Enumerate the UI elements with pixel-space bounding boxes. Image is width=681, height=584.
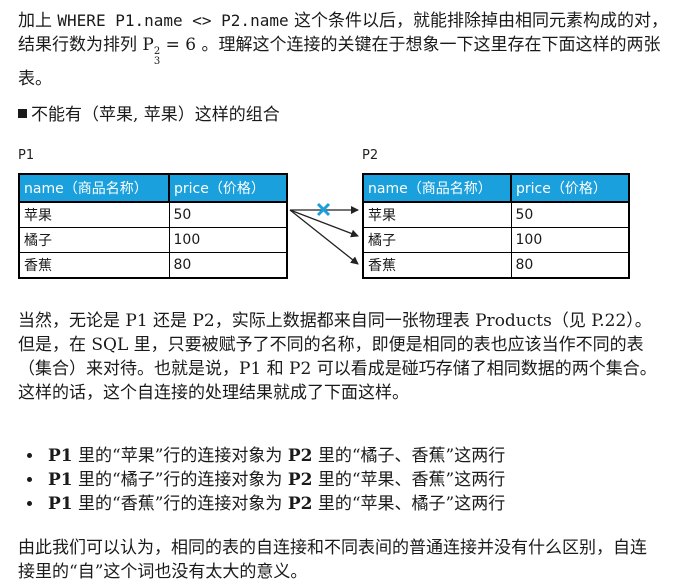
cross-mark-icon <box>316 202 331 217</box>
join-result-list: P1 里的“苹果”行的连接对象为 P2 里的“橘子、香蕉”这两行 P1 里的“橘… <box>26 444 505 516</box>
bold-p2: P2 <box>287 494 313 514</box>
column-header-name: name（商品名称） <box>18 173 170 203</box>
cell-price: 80 <box>510 252 630 279</box>
cell-name: 橘子 <box>18 227 170 253</box>
arrow-apple-orange <box>289 209 359 238</box>
column-header-price: price（价格） <box>168 173 288 203</box>
cell-price: 100 <box>168 227 288 253</box>
perm-symbol: P <box>142 35 154 55</box>
table-p1-label: P1 <box>18 148 35 163</box>
explanation-paragraph: 当然，无论是 P1 还是 P2，实际上数据都来自同一张物理表 Products（… <box>18 311 657 403</box>
table-header-row: name（商品名称） price（价格） <box>18 173 288 203</box>
perm-equals: = 6 <box>160 35 197 55</box>
join-arrows-diagram <box>289 202 359 265</box>
item-text: 里的“香蕉”行的连接对象为 <box>72 494 288 514</box>
bold-p1: P1 <box>48 494 73 514</box>
cell-name: 香蕉 <box>18 252 170 279</box>
cell-price: 80 <box>168 252 288 279</box>
bold-p1: P1 <box>48 470 73 490</box>
item-text: 里的“橘子、香蕉”这两行 <box>312 446 506 466</box>
intro-paragraph: 加上 WHERE P1.name <> P2.name 这个条件以后，就能排除掉… <box>18 9 668 91</box>
bold-p2: P2 <box>287 470 313 490</box>
cell-name: 香蕉 <box>362 252 512 279</box>
item-text: 里的“苹果”行的连接对象为 <box>72 446 288 466</box>
list-item: P1 里的“苹果”行的连接对象为 P2 里的“橘子、香蕉”这两行 <box>44 444 505 468</box>
heading-text: 不能有（苹果, 苹果）这样的组合 <box>31 105 280 125</box>
arrow-apple-banana <box>289 209 359 265</box>
intro-text-c: 。理解这个连接的关键在于想象一下这里存在下面这样的两张表。 <box>18 35 661 89</box>
intro-text-b: 这个条件以后，就能排除掉由相同元素构成的对，结果行数为排列 <box>18 11 668 55</box>
cell-name: 橘子 <box>362 227 512 253</box>
table-p2-label: P2 <box>362 148 379 163</box>
item-text: 里的“橘子”行的连接对象为 <box>72 470 288 490</box>
list-item: P1 里的“香蕉”行的连接对象为 P2 里的“苹果、橘子”这两行 <box>44 492 505 516</box>
cell-name: 苹果 <box>362 201 512 228</box>
conclusion-paragraph: 由此我们可以认为，相同的表的自连接和不同表间的普通连接并没有什么区别，自连接里的… <box>18 538 647 582</box>
cell-name: 苹果 <box>18 201 170 228</box>
cell-price: 50 <box>168 201 288 228</box>
cell-price: 50 <box>510 201 630 228</box>
where-clause-code: WHERE P1.name <> P2.name <box>57 11 289 30</box>
perm-subscript: 3 <box>153 56 161 67</box>
column-header-price: price（价格） <box>510 173 630 203</box>
intro-text-a: 加上 <box>18 11 58 31</box>
square-bullet-icon <box>18 109 27 118</box>
cell-price: 100 <box>510 227 630 253</box>
item-text: 里的“苹果、香蕉”这两行 <box>312 470 506 490</box>
bold-p2: P2 <box>287 446 313 466</box>
item-text: 里的“苹果、橘子”这两行 <box>312 494 506 514</box>
table-header-row: name（商品名称） price（价格） <box>362 173 630 203</box>
perm-superscript: 2 <box>153 46 161 57</box>
column-header-name: name（商品名称） <box>362 173 512 203</box>
bold-p1: P1 <box>48 446 73 466</box>
list-item: P1 里的“橘子”行的连接对象为 P2 里的“苹果、香蕉”这两行 <box>44 468 505 492</box>
section-heading: 不能有（苹果, 苹果）这样的组合 <box>18 103 280 127</box>
